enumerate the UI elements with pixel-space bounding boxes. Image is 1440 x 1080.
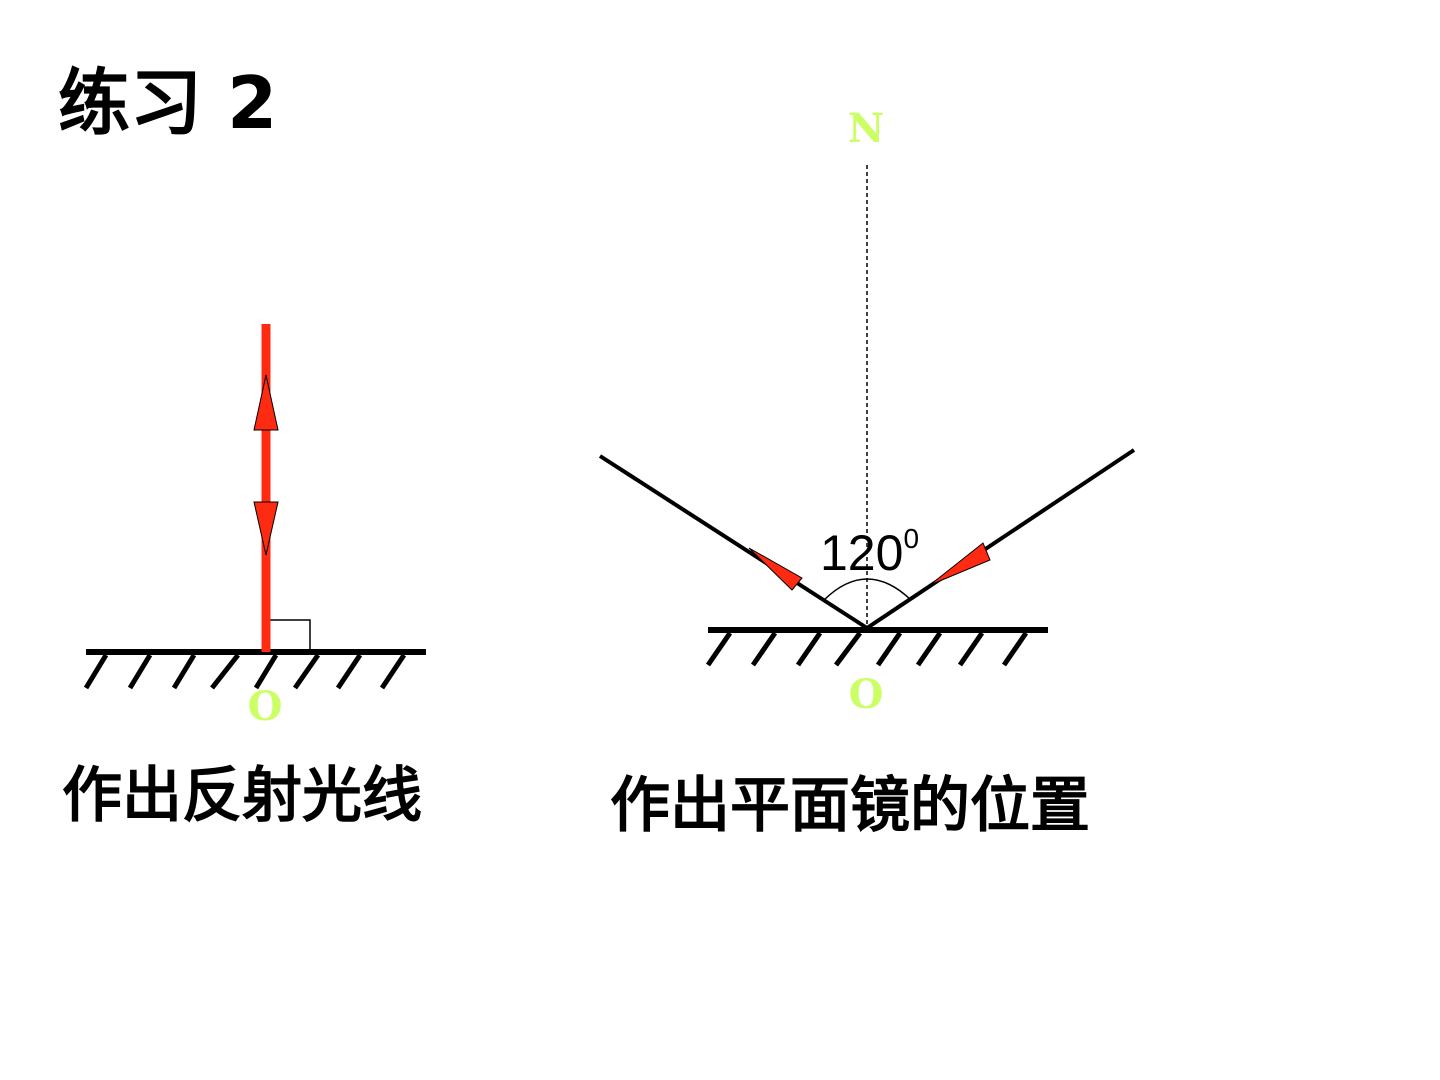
arrow-down-icon [253,501,279,556]
left-point-label: O [248,683,283,730]
left-ray [598,454,869,630]
right-point-label: O [849,671,884,718]
normal-label: N [848,105,885,152]
right-angle-marker [270,619,311,650]
arrow-up-icon [253,374,279,431]
right-ray [865,448,1136,630]
angle-label: 1200 [820,523,919,581]
angle-value: 120 [820,525,903,581]
page-title: 练习 2 [58,61,277,145]
left-ray-arrow-icon [748,547,803,591]
left-caption: 作出反射光线 [62,761,422,831]
angle-superscript: 0 [903,523,919,554]
right-mirror-hatching [705,631,1029,667]
right-figure: N 1200 O [598,105,1136,718]
left-figure: O [83,324,426,730]
left-mirror-hatching [83,653,407,690]
right-ray-arrow-icon [929,542,991,586]
angle-arc [823,578,912,601]
right-caption: 作出平面镜的位置 [610,771,1090,841]
